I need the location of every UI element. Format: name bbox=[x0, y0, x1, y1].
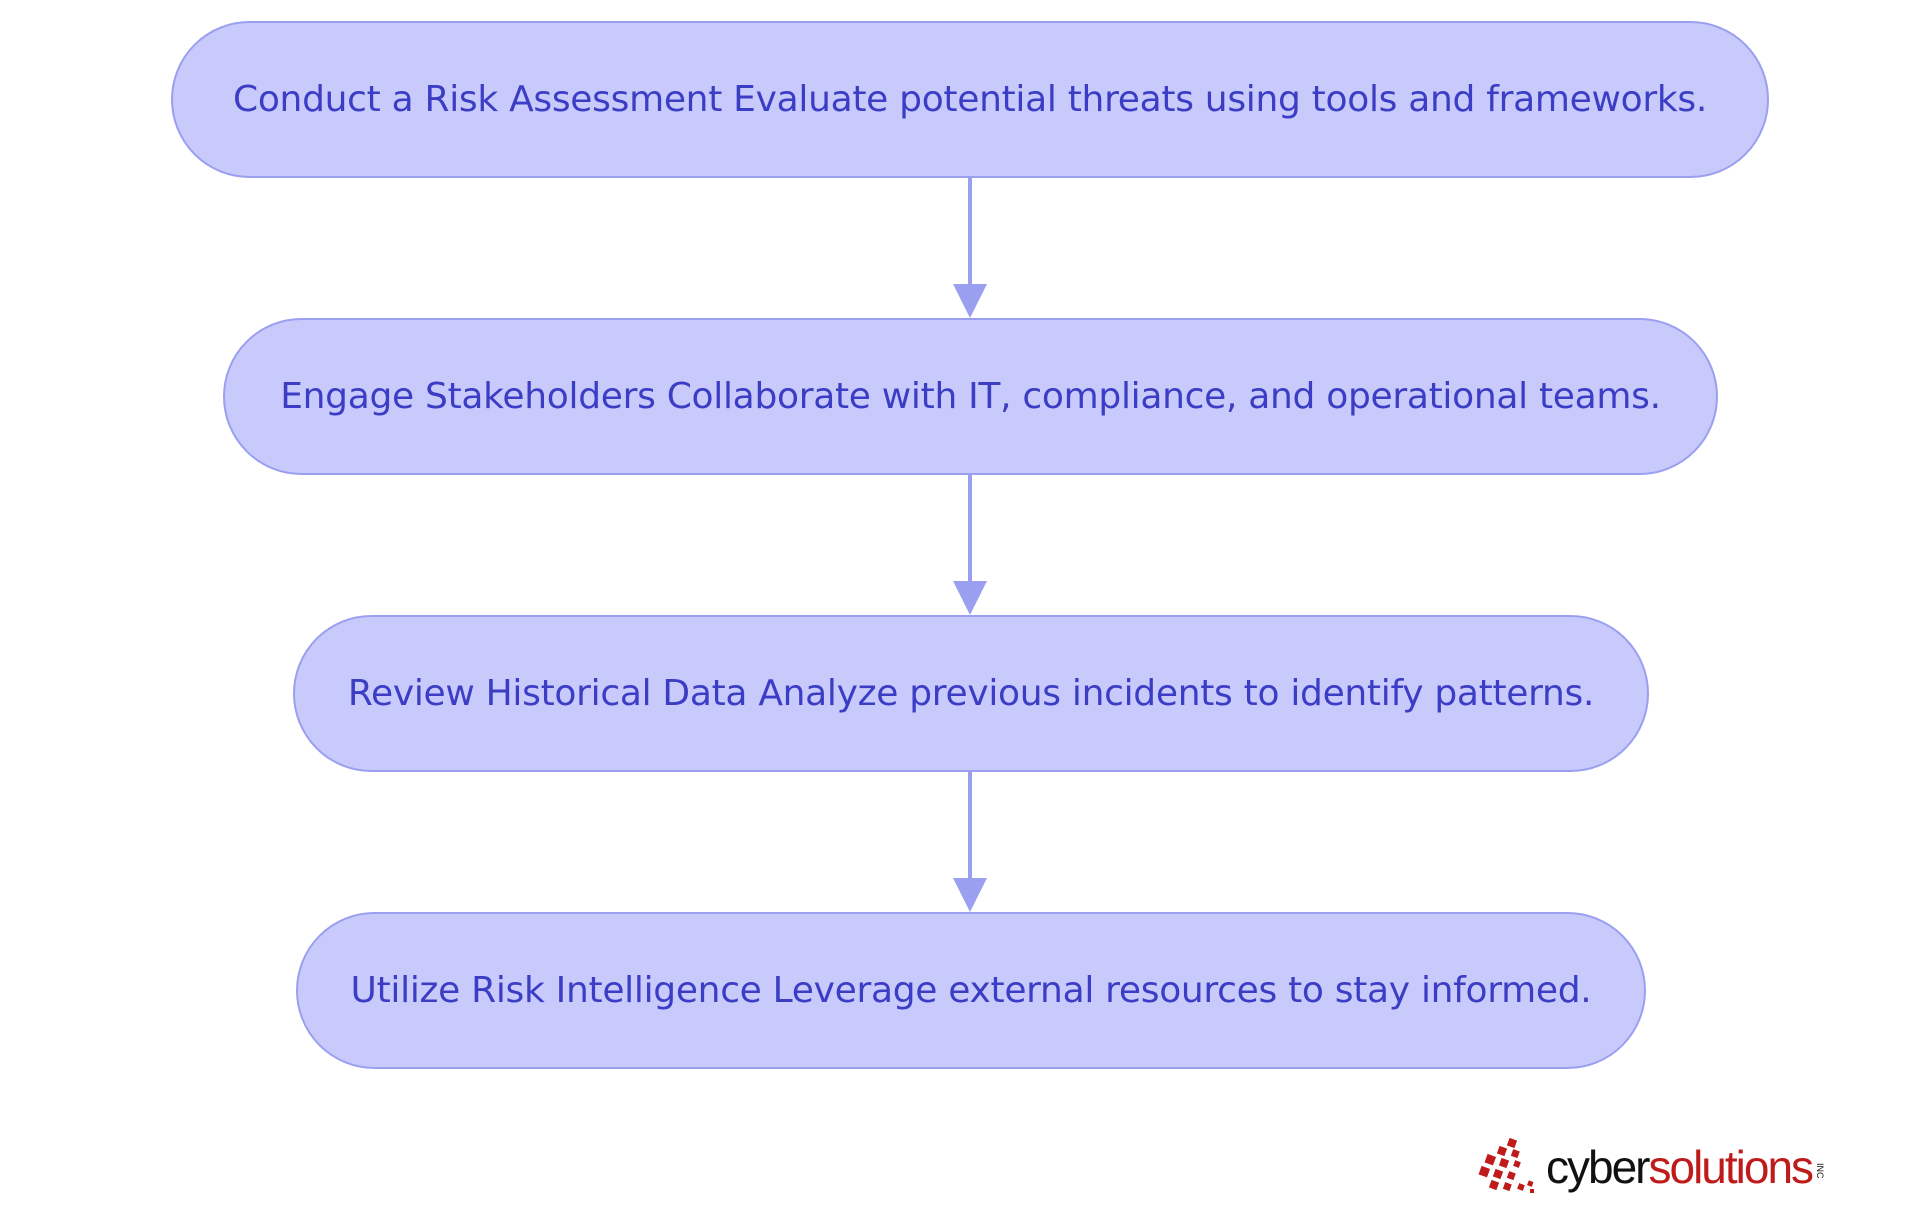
company-logo: cybersolutions INC bbox=[1478, 1132, 1878, 1202]
arrow-1-to-2 bbox=[953, 178, 987, 318]
arrow-2-to-3 bbox=[953, 475, 987, 615]
step-label: Review Historical Data Analyze previous … bbox=[347, 673, 1595, 714]
step-label: Utilize Risk Intelligence Leverage exter… bbox=[350, 970, 1592, 1011]
step-node-risk-intelligence: Utilize Risk Intelligence Leverage exter… bbox=[296, 912, 1646, 1069]
logo-word-solutions: solutions bbox=[1648, 1141, 1814, 1193]
step-label: Conduct a Risk Assessment Evaluate poten… bbox=[233, 79, 1707, 120]
step-node-review-historical-data: Review Historical Data Analyze previous … bbox=[293, 615, 1649, 772]
logo-word-cyber: cyber bbox=[1546, 1141, 1650, 1193]
logo-wordmark: cybersolutions bbox=[1546, 1141, 1814, 1193]
step-label: Engage Stakeholders Collaborate with IT,… bbox=[280, 376, 1661, 417]
step-node-engage-stakeholders: Engage Stakeholders Collaborate with IT,… bbox=[223, 318, 1718, 475]
arrow-3-to-4 bbox=[953, 772, 987, 912]
logo-inc: INC bbox=[1815, 1163, 1826, 1179]
logo-mark-icon bbox=[1478, 1137, 1534, 1193]
step-node-risk-assessment: Conduct a Risk Assessment Evaluate poten… bbox=[171, 21, 1769, 178]
